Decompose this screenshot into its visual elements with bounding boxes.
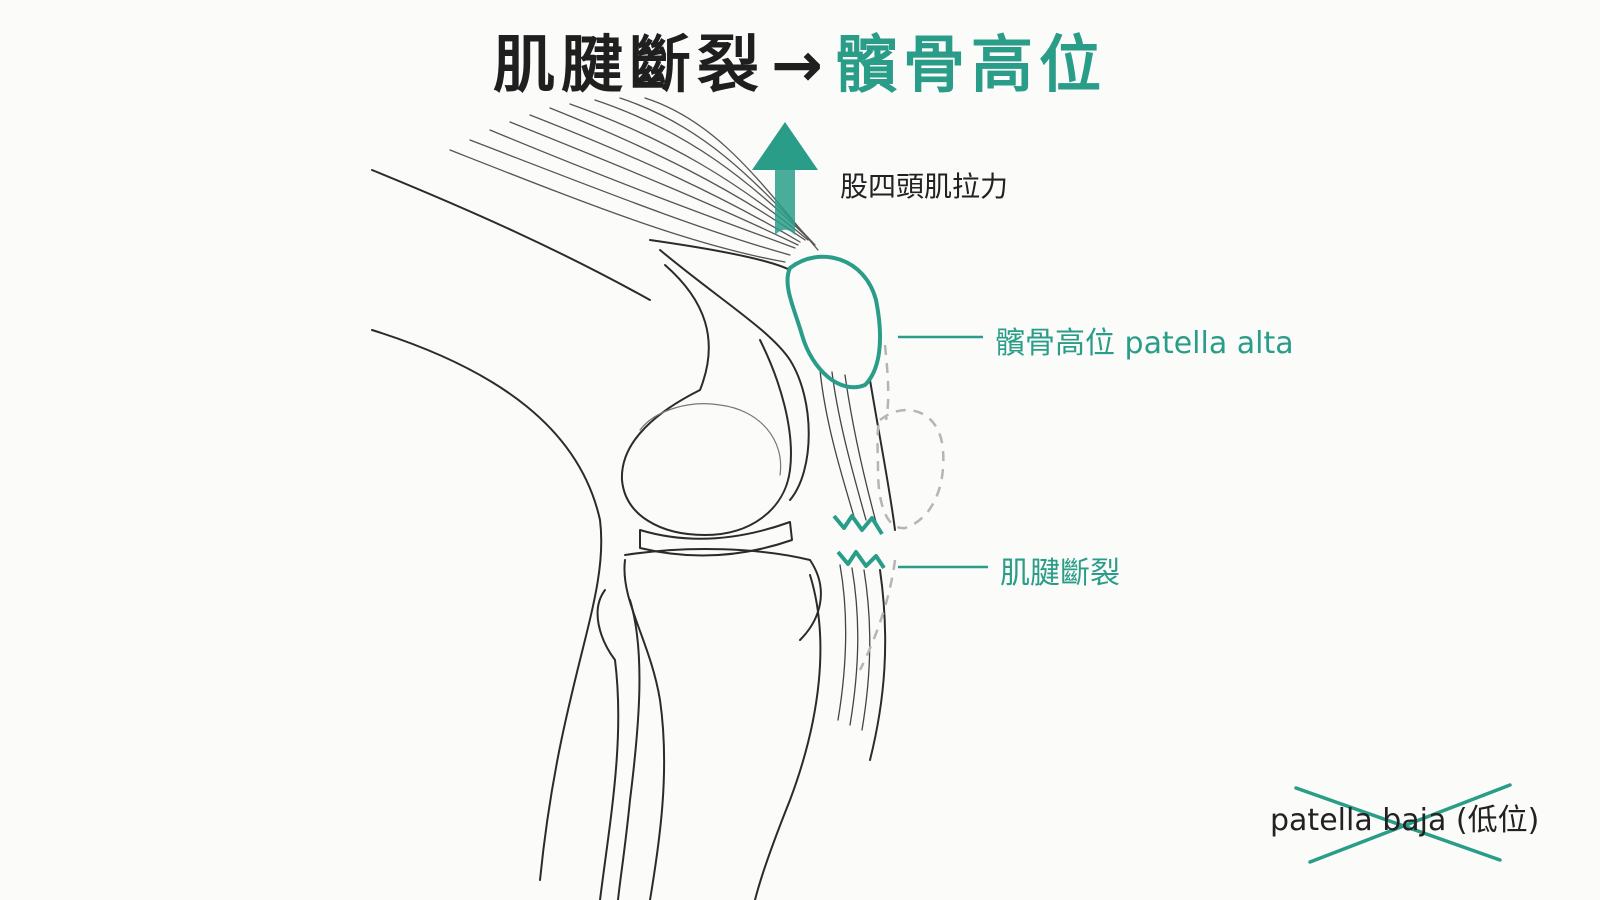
thigh-lower-outline xyxy=(371,329,603,881)
quad-force-label: 股四頭肌拉力 xyxy=(840,170,1009,203)
femur-condyle-inner xyxy=(639,403,782,476)
title-alta-text: 髕骨高位 xyxy=(834,28,1107,101)
tendon-rupture-label: 肌腱斷裂 xyxy=(1000,556,1120,591)
rupture-upper-zigzag xyxy=(832,514,884,536)
femur-anterior xyxy=(659,249,810,501)
patella-alta-shape xyxy=(785,254,882,390)
x-cross-icon xyxy=(1294,783,1512,864)
patella-baja-crossed-label: patella baja (低位) xyxy=(1270,803,1540,838)
fibula-inner xyxy=(617,599,641,900)
meniscus xyxy=(639,521,793,557)
patella-alta-label: 髕骨高位 patella alta xyxy=(995,326,1294,361)
page-title: 肌腱斷裂→髕骨高位 xyxy=(0,14,1600,104)
normal-patella-ghost xyxy=(858,344,945,671)
tendon-anterior-edge xyxy=(869,379,896,761)
title-arrow-icon: → xyxy=(771,28,829,101)
arrow-up-icon xyxy=(752,122,818,235)
thigh-upper-outline xyxy=(371,169,651,301)
tibia-posterior xyxy=(623,559,666,900)
title-rupture-text: 肌腱斷裂 xyxy=(493,28,766,101)
tibia-anterior xyxy=(754,574,822,900)
patellar-tendon xyxy=(819,369,877,731)
tibia-plateau xyxy=(624,547,822,641)
quadriceps-fibers xyxy=(449,97,819,263)
quad-tendon-edge xyxy=(649,239,791,271)
femur-condyle xyxy=(620,264,792,536)
fibula-outline xyxy=(596,589,620,900)
rupture-lower-zigzag xyxy=(836,550,886,570)
